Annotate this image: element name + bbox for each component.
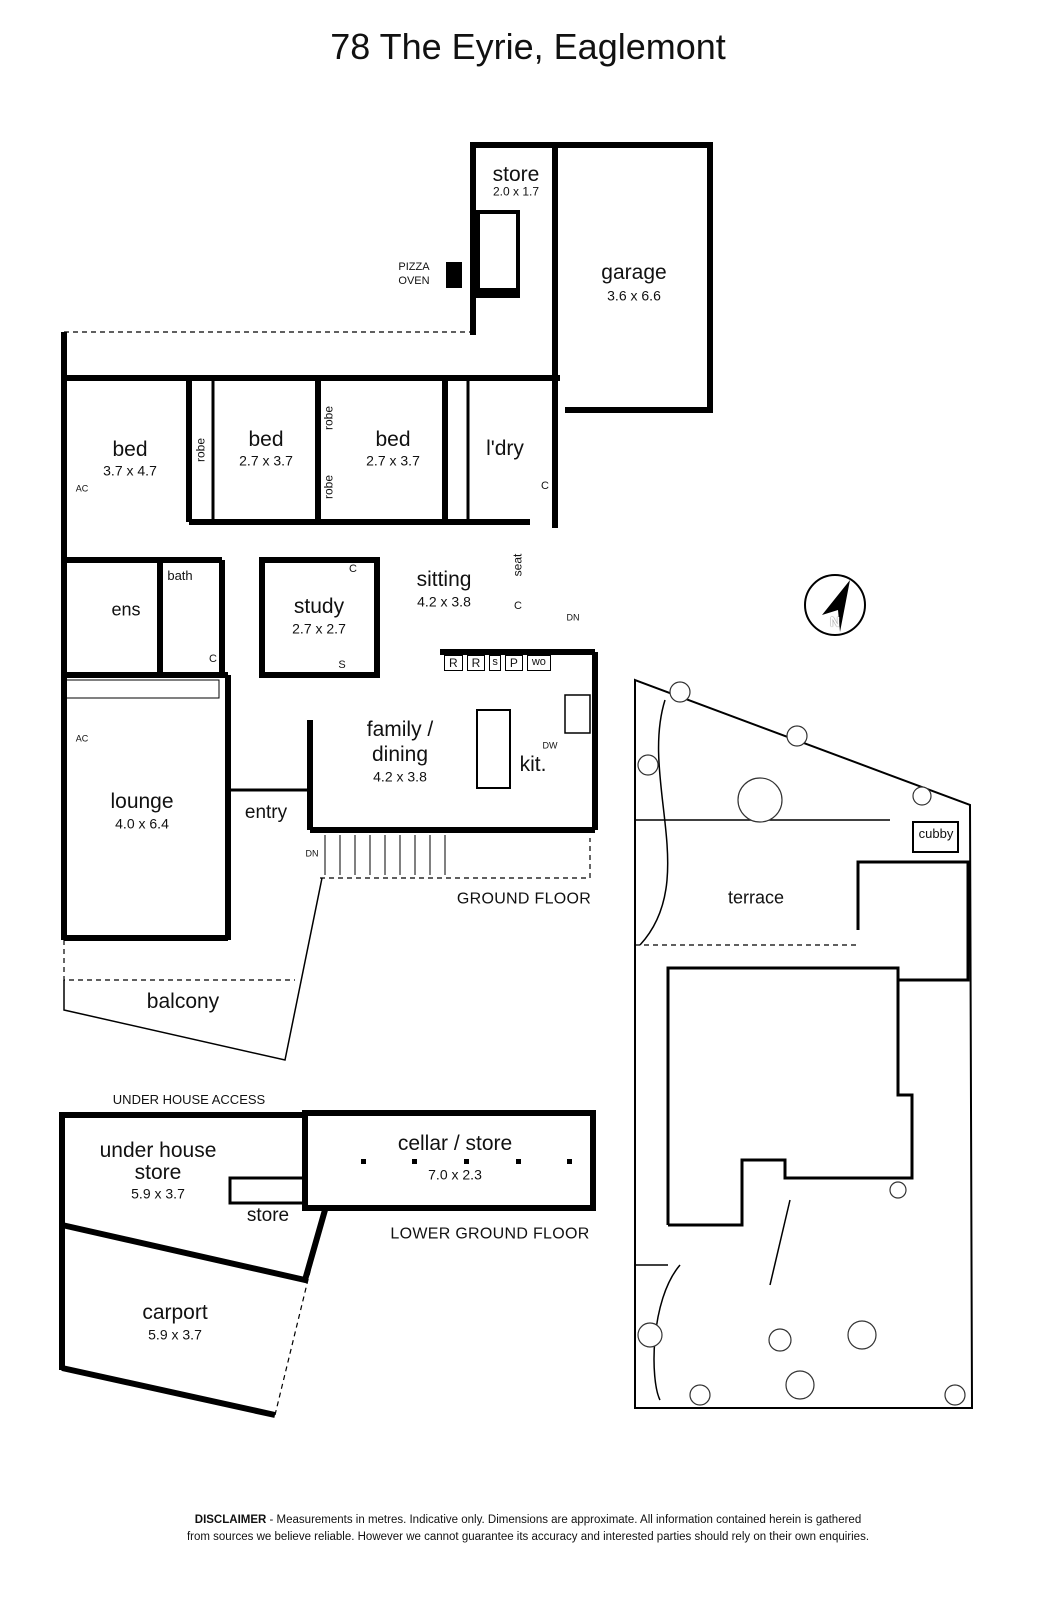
room-bed2-label: bed <box>248 427 284 451</box>
pantry-units: R R s P wo <box>444 655 551 671</box>
terrace-label: terrace <box>727 887 785 908</box>
room-garage-dim: 3.6 x 6.6 <box>607 287 661 304</box>
cellar-posts <box>361 262 572 1164</box>
cupboard-label: C <box>209 653 217 666</box>
room-bed3-dim: 2.7 x 3.7 <box>366 452 420 469</box>
cupboard-label: C <box>514 600 522 613</box>
room-carport-label: carport <box>142 1300 208 1324</box>
seat-label: seat <box>510 553 525 577</box>
disclaimer: DISCLAIMER - Measurements in metres. Ind… <box>0 1512 1056 1546</box>
room-balcony-label: balcony <box>146 989 220 1013</box>
room-sitting-label: sitting <box>416 567 472 591</box>
robe-label: robe <box>193 437 208 463</box>
ground-floor-label: GROUND FLOOR <box>456 890 592 908</box>
room-bed2-dim: 2.7 x 3.7 <box>239 452 293 469</box>
room-under-house-dim: 5.9 x 3.7 <box>131 1185 185 1202</box>
pantry-wo: wo <box>526 655 551 671</box>
room-cellar-dim: 7.0 x 2.3 <box>428 1166 482 1183</box>
walls <box>59 142 974 1418</box>
room-study-dim: 2.7 x 2.7 <box>292 620 346 637</box>
room-study-label: study <box>293 594 345 618</box>
room-cellar-label: cellar / store <box>397 1131 513 1155</box>
room-kitchen-label: kit. <box>519 752 547 776</box>
disclaimer-heading: DISCLAIMER <box>194 1514 267 1526</box>
misc-lines <box>63 679 959 1401</box>
cupboard-label: C <box>541 480 549 493</box>
room-lounge-dim: 4.0 x 6.4 <box>115 815 169 832</box>
room-lounge-label: lounge <box>110 789 174 813</box>
ac-label: AC <box>75 733 89 744</box>
dishwasher-label: DW <box>542 740 558 751</box>
room-garage-label: garage <box>601 260 667 284</box>
lower-ground-floor-label: LOWER GROUND FLOOR <box>390 1225 590 1243</box>
robe-label: robe <box>321 405 336 431</box>
disclaimer-line-1: - Measurements in metres. Indicative onl… <box>266 1514 862 1526</box>
s-label: S <box>338 659 346 672</box>
under-house-access-label: UNDER HOUSE ACCESS <box>112 1092 266 1108</box>
room-under-house-label-2: store <box>134 1160 182 1184</box>
room-dining-label: dining <box>371 742 429 766</box>
room-under-house-label: under house <box>99 1138 217 1162</box>
ac-label: AC <box>75 483 89 494</box>
stairs-down-label: DN <box>305 848 319 859</box>
pantry-p: P <box>504 655 523 671</box>
room-laundry-label: l'dry <box>486 436 524 460</box>
room-store-label: store <box>492 162 540 186</box>
robe-label: robe <box>321 474 336 500</box>
disclaimer-line-2: from sources we believe reliable. Howeve… <box>186 1531 870 1543</box>
room-entry-label: entry <box>244 802 288 824</box>
room-family-label: family / <box>366 717 434 741</box>
pantry-r: R <box>466 655 486 671</box>
room-sitting-dim: 4.2 x 3.8 <box>417 593 471 610</box>
pizza-oven-label-2: OVEN <box>398 275 430 288</box>
room-store-lower-label: store <box>246 1205 290 1227</box>
page-title: 78 The Eyrie, Eaglemont <box>330 26 726 67</box>
pantry-s: s <box>489 655 501 671</box>
room-bed3-label: bed <box>375 427 411 451</box>
room-bath-label: bath <box>167 568 193 584</box>
room-family-dim: 4.2 x 3.8 <box>373 768 427 785</box>
pizza-oven-label: PIZZA <box>398 261 430 274</box>
compass-north-label: N <box>829 613 841 630</box>
cubby-label: cubby <box>918 826 954 842</box>
compass-rose <box>804 574 866 636</box>
cupboard-label: C <box>349 563 357 576</box>
room-ens-label: ens <box>111 599 141 620</box>
room-carport-dim: 5.9 x 3.7 <box>148 1326 202 1343</box>
trees <box>637 681 966 1406</box>
room-bed1-label: bed <box>112 437 148 461</box>
pantry-r: R <box>444 655 463 671</box>
room-store-dim: 2.0 x 1.7 <box>492 184 540 199</box>
room-bed1-dim: 3.7 x 4.7 <box>103 462 157 479</box>
stairs-down-label: DN <box>566 612 580 623</box>
